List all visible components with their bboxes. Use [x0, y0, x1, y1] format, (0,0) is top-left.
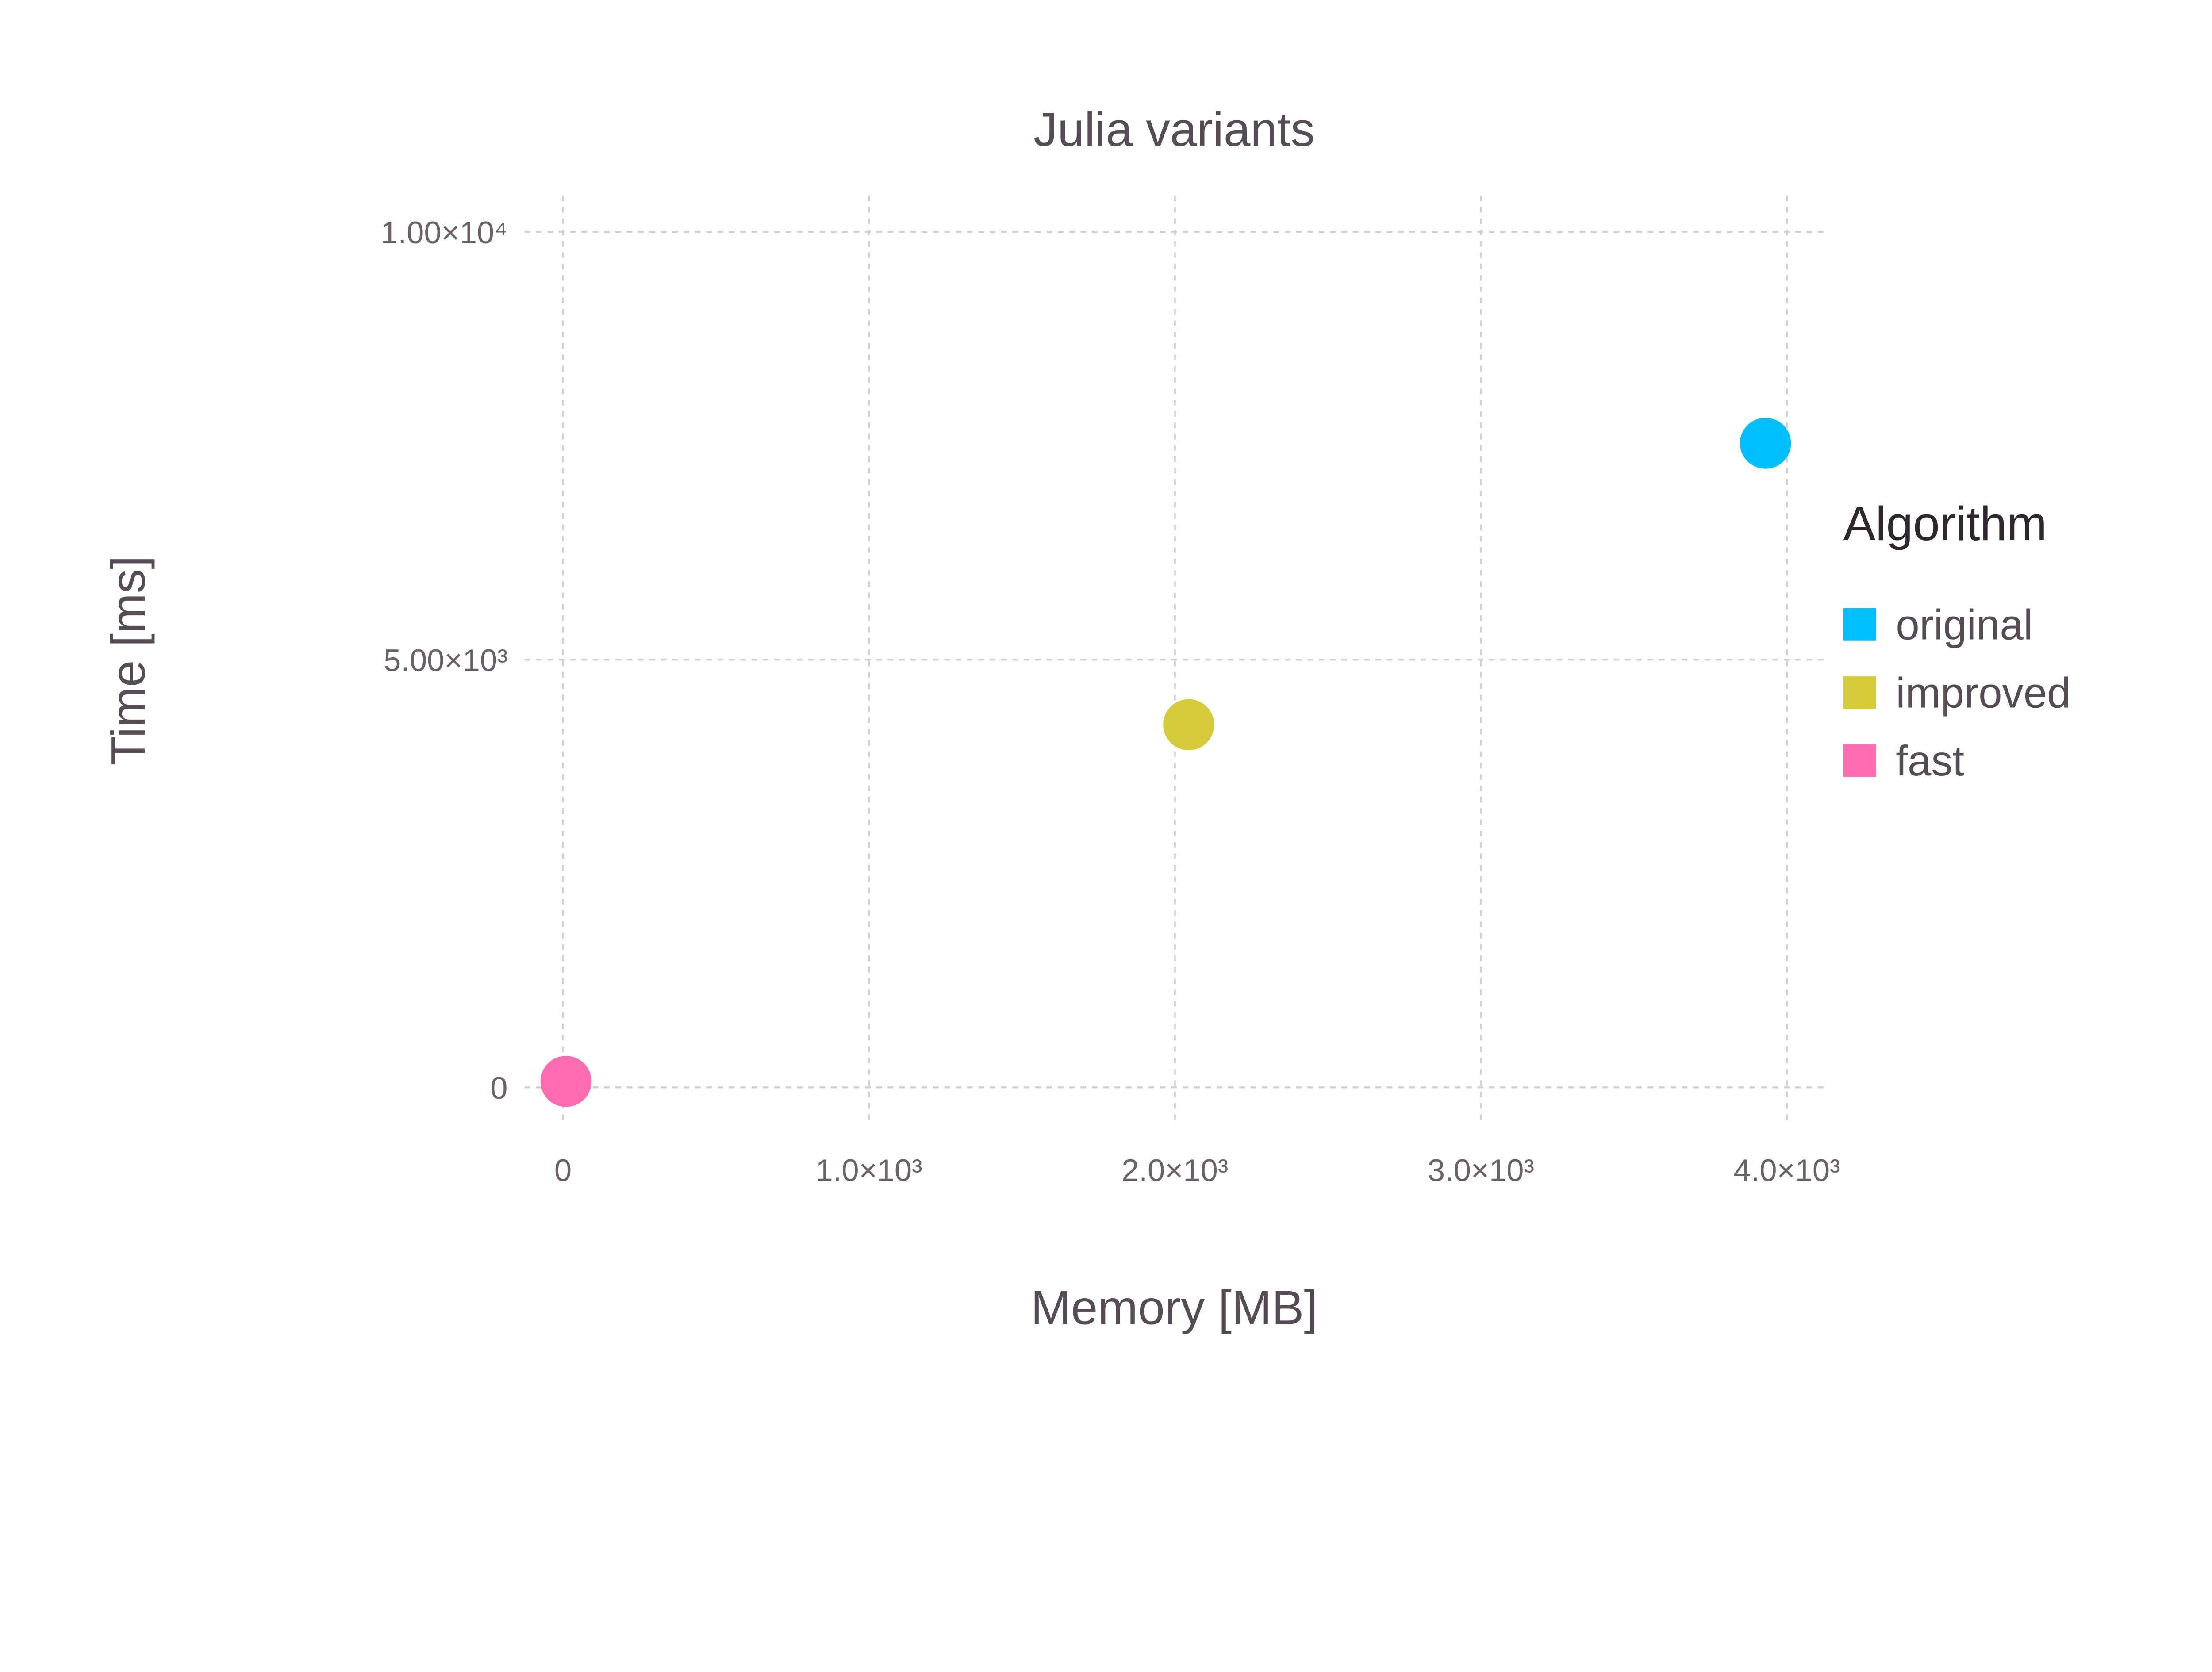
- legend-label-improved: improved: [1896, 669, 2070, 717]
- y-tick-label: 5.00×10³: [384, 643, 507, 678]
- legend-label-fast: fast: [1896, 737, 1964, 785]
- legend-swatch-improved: [1843, 676, 1876, 709]
- y-axis-label: Time [ms]: [101, 556, 155, 765]
- legend-swatch-original: [1843, 608, 1876, 641]
- scatter-chart: Julia variants Memory [MB] Time [ms] 0 1.…: [101, 103, 2071, 1335]
- y-tick-label: 0: [490, 1070, 507, 1105]
- x-tick-label: 0: [554, 1153, 572, 1188]
- legend-swatch-fast: [1843, 744, 1876, 777]
- data-point-improved: [1163, 699, 1214, 751]
- x-axis-label: Memory [MB]: [1031, 1281, 1317, 1335]
- x-tick-label: 2.0×10³: [1121, 1153, 1228, 1188]
- x-tick-label: 4.0×10³: [1734, 1153, 1840, 1188]
- legend-label-original: original: [1896, 602, 2033, 649]
- chart-title: Julia variants: [1033, 103, 1315, 157]
- data-point-original: [1740, 418, 1791, 469]
- legend: Algorithm original improved fast: [1843, 497, 2071, 785]
- legend-title: Algorithm: [1843, 497, 2047, 551]
- tick-labels: 0 1.0×10³ 2.0×10³ 3.0×10³ 4.0×10³ 0 5.00×10³ 1.…: [380, 215, 1840, 1188]
- x-tick-label: 1.0×10³: [816, 1153, 922, 1188]
- data-points: [540, 418, 1791, 1107]
- x-tick-label: 3.0×10³: [1428, 1153, 1534, 1188]
- data-point-fast: [540, 1056, 592, 1107]
- y-tick-label: 1.00×10⁴: [380, 215, 507, 250]
- grid: [524, 196, 1825, 1123]
